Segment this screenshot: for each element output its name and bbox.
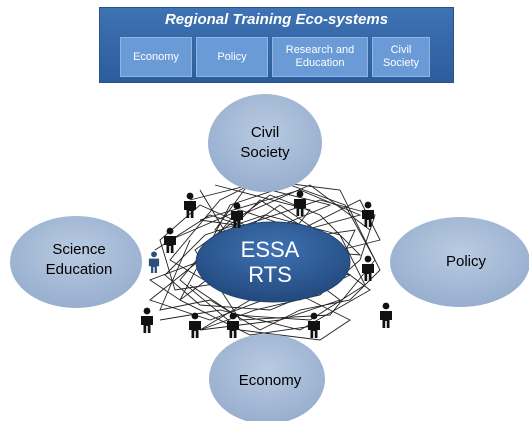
banner: Regional Training Eco-systems Economy Po… — [99, 7, 454, 83]
banner-title: Regional Training Eco-systems — [164, 11, 389, 28]
center-label: ESSA RTS — [240, 237, 300, 287]
person-icon — [294, 190, 306, 216]
policy-label: Policy — [445, 253, 487, 270]
person-icon — [148, 251, 160, 274]
people-group — [141, 190, 392, 338]
node-economy — [209, 334, 325, 421]
center-node — [195, 221, 351, 303]
node-civil-society — [208, 94, 322, 192]
banner-box-research-education: Research and Education — [272, 37, 368, 77]
node-policy — [390, 217, 529, 307]
person-icon — [164, 227, 176, 253]
banner-box-civil-society: Civil Society — [372, 37, 430, 77]
person-icon — [184, 192, 196, 218]
civil-society-label: Civil Society — [240, 124, 290, 161]
person-icon — [380, 302, 392, 328]
person-icon — [189, 312, 201, 338]
banner-box-policy: Policy — [196, 37, 268, 77]
node-science-education — [10, 216, 142, 308]
banner-box-economy: Economy — [120, 37, 192, 77]
person-icon — [227, 312, 239, 338]
person-icon — [308, 312, 320, 338]
person-icon — [231, 202, 243, 228]
economy-label: Economy — [238, 372, 302, 389]
person-icon — [141, 307, 153, 333]
person-icon — [362, 201, 374, 227]
science-education-label: Science Education — [45, 241, 113, 278]
person-icon — [362, 255, 374, 281]
